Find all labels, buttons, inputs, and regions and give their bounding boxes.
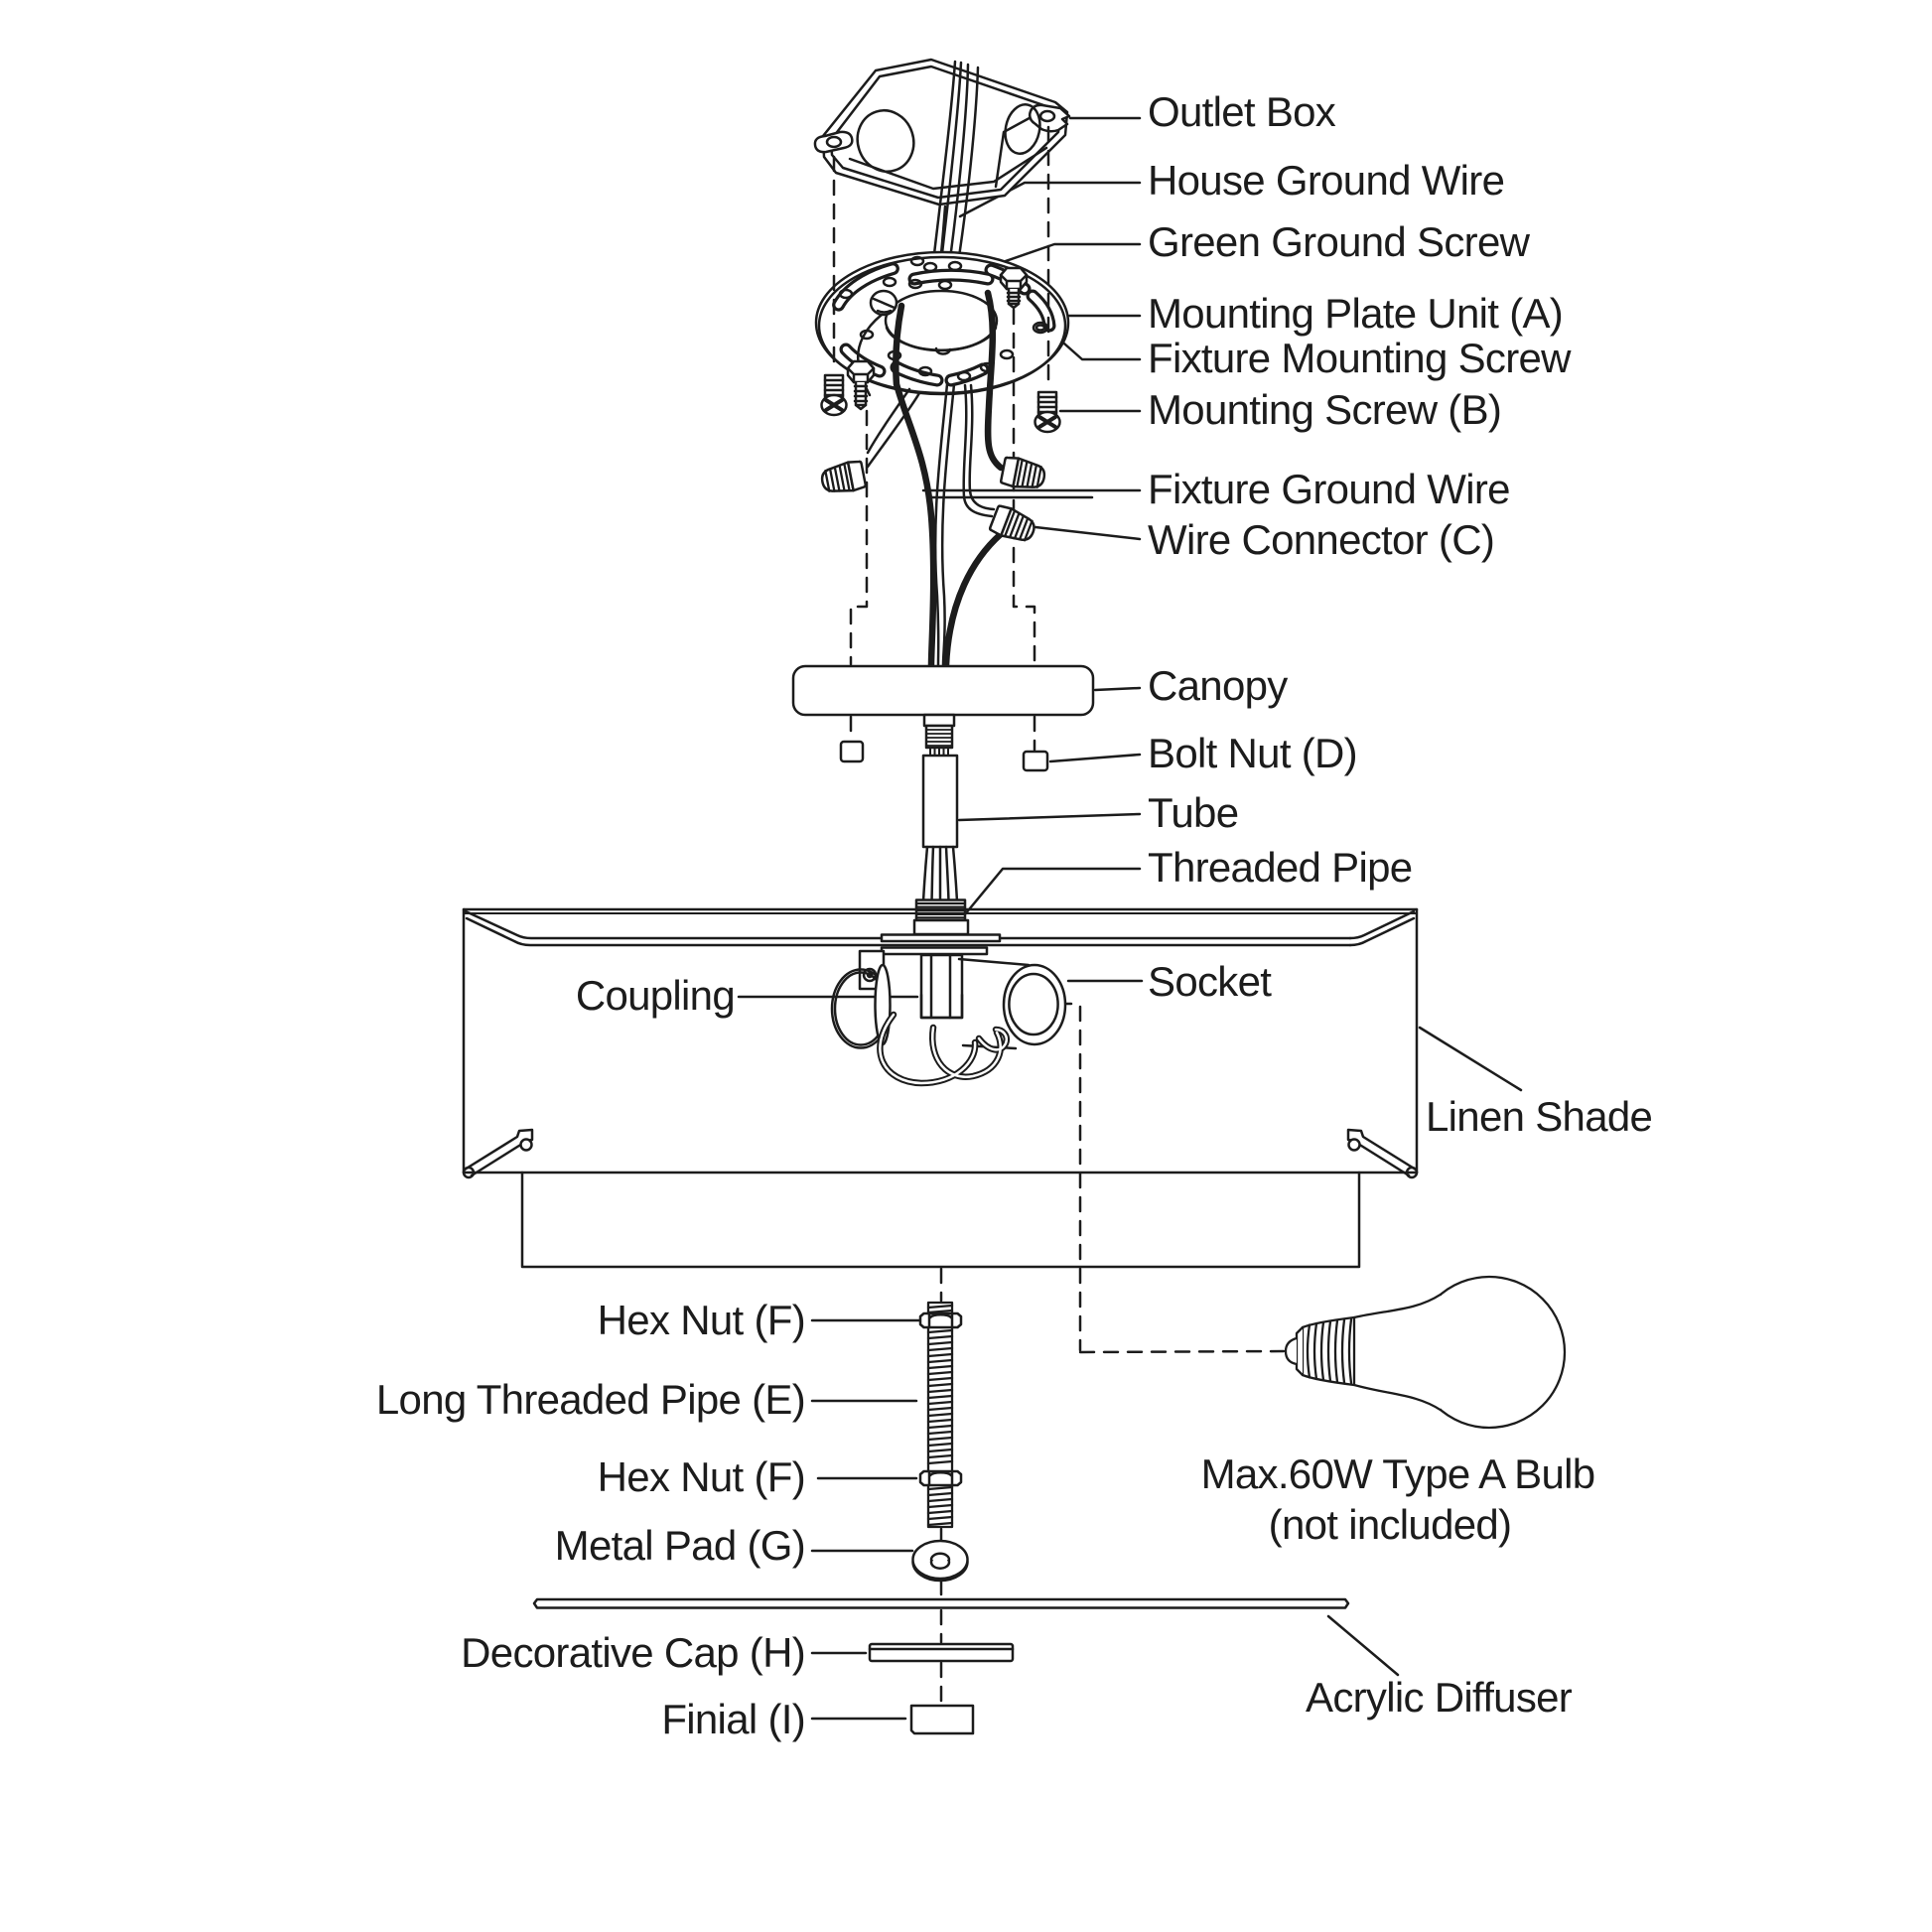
svg-text:Finial (I): Finial (I)	[661, 1696, 805, 1742]
svg-text:Coupling: Coupling	[576, 972, 735, 1019]
svg-text:Green Ground Screw: Green Ground Screw	[1148, 218, 1531, 265]
svg-text:Bolt Nut (D): Bolt Nut (D)	[1148, 730, 1357, 776]
svg-text:Threaded Pipe: Threaded Pipe	[1148, 844, 1412, 891]
svg-text:Mounting Plate Unit (A): Mounting Plate Unit (A)	[1148, 290, 1563, 337]
svg-text:Canopy: Canopy	[1148, 662, 1288, 709]
svg-text:Acrylic Diffuser: Acrylic Diffuser	[1306, 1674, 1573, 1721]
svg-text:Fixture Mounting Screw: Fixture Mounting Screw	[1148, 335, 1572, 381]
svg-text:Hex Nut (F): Hex Nut (F)	[598, 1297, 805, 1343]
svg-text:Hex Nut (F): Hex Nut (F)	[598, 1453, 805, 1500]
svg-text:Metal Pad (G): Metal Pad (G)	[555, 1522, 805, 1569]
svg-text:Outlet Box: Outlet Box	[1148, 88, 1336, 135]
svg-text:Tube: Tube	[1148, 789, 1238, 836]
svg-text:Max.60W Type A Bulb: Max.60W Type A Bulb	[1201, 1450, 1595, 1497]
svg-text:Fixture Ground Wire: Fixture Ground Wire	[1148, 466, 1510, 512]
svg-text:House Ground Wire: House Ground Wire	[1148, 157, 1504, 204]
svg-text:Long Threaded Pipe (E): Long Threaded Pipe (E)	[376, 1376, 805, 1423]
svg-text:Linen Shade: Linen Shade	[1426, 1093, 1652, 1140]
svg-text:Wire Connector (C): Wire Connector (C)	[1148, 516, 1494, 563]
svg-text:Decorative Cap (H): Decorative Cap (H)	[461, 1629, 805, 1676]
svg-text:Socket: Socket	[1148, 958, 1272, 1005]
svg-text:Mounting Screw (B): Mounting Screw (B)	[1148, 386, 1501, 433]
svg-text:(not included): (not included)	[1269, 1501, 1512, 1548]
